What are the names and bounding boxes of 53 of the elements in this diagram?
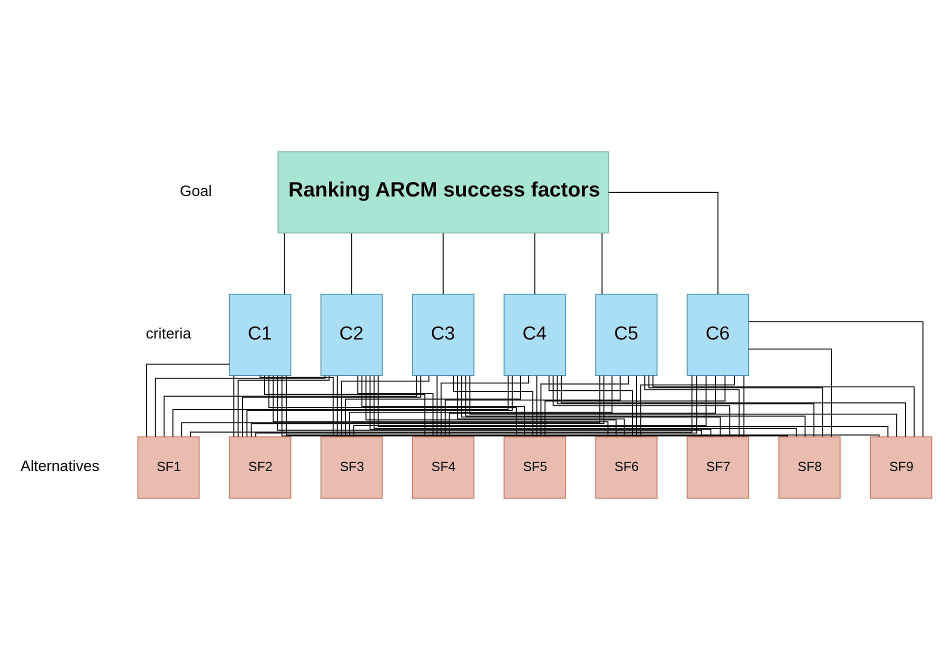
connector xyxy=(440,375,530,438)
node-box: SF6 xyxy=(595,436,658,499)
node-box: SF4 xyxy=(412,436,474,499)
connector xyxy=(378,375,888,438)
connector xyxy=(636,375,638,438)
connector xyxy=(336,375,338,438)
connector xyxy=(743,375,744,438)
connector xyxy=(652,375,915,438)
connector xyxy=(238,375,330,438)
node-box: C1 xyxy=(228,294,292,376)
node-box: SF8 xyxy=(778,436,841,499)
node-box: C3 xyxy=(412,294,474,376)
connector xyxy=(154,375,326,438)
label: Alternatives xyxy=(20,458,100,476)
label: criteria xyxy=(146,326,192,342)
node-box: C6 xyxy=(686,294,750,376)
connector xyxy=(340,375,430,438)
connector xyxy=(351,232,352,295)
connector xyxy=(748,348,832,438)
node-box: SF9 xyxy=(870,436,932,499)
connector xyxy=(282,375,788,438)
connector xyxy=(172,375,509,438)
connector xyxy=(357,375,434,438)
connector xyxy=(648,375,824,437)
connector xyxy=(442,232,444,295)
connector xyxy=(534,232,536,295)
connector xyxy=(748,321,924,438)
node-box: C5 xyxy=(595,294,658,376)
label: Goal xyxy=(180,182,212,200)
connector xyxy=(452,375,534,438)
node-box: C2 xyxy=(320,294,383,376)
connector xyxy=(374,375,797,438)
connector xyxy=(560,375,906,438)
connector xyxy=(469,375,898,438)
connector xyxy=(260,375,334,438)
connector xyxy=(181,375,600,438)
connector xyxy=(556,375,814,438)
node-box: Ranking ARCM success factors xyxy=(278,151,609,234)
connector xyxy=(436,375,438,438)
node-box: SF2 xyxy=(228,436,292,499)
connector xyxy=(146,364,230,438)
node-box: SF5 xyxy=(504,436,566,499)
connector xyxy=(286,375,880,438)
connector xyxy=(284,232,285,295)
connector xyxy=(233,375,234,438)
node-box: SF7 xyxy=(686,436,750,499)
connector xyxy=(536,375,538,438)
node-box: C4 xyxy=(504,294,566,376)
connector xyxy=(164,375,418,437)
connector xyxy=(608,192,718,295)
node-box: SF3 xyxy=(320,436,383,499)
connector xyxy=(465,375,806,438)
node-box: SF1 xyxy=(137,436,200,499)
